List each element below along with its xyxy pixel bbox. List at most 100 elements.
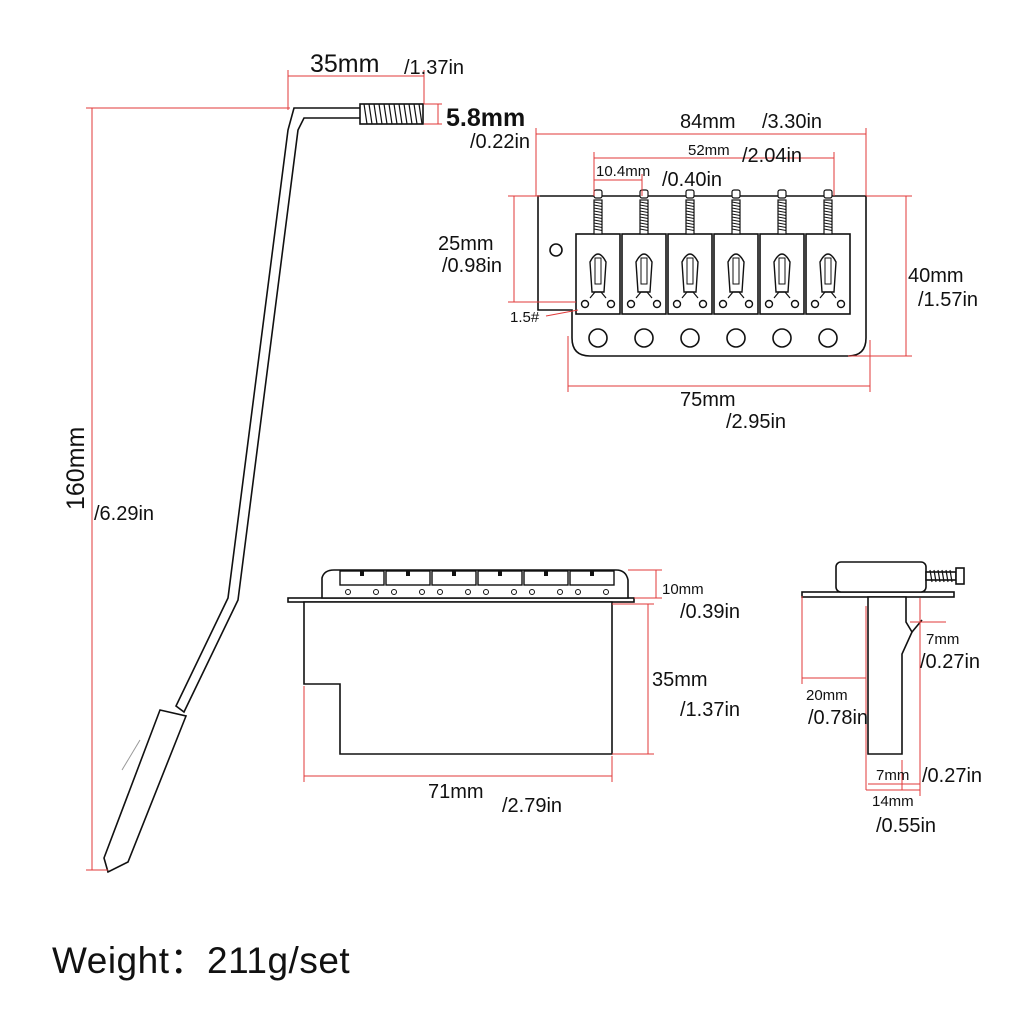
screw-thread (777, 201, 787, 204)
thread-lines (363, 103, 423, 125)
saddle (713, 233, 759, 315)
screw-thread (685, 225, 695, 228)
side-saddles (339, 570, 615, 595)
side-saddle-notch (360, 571, 364, 576)
screw-thread (639, 207, 649, 210)
thick-14-mm-label: 14mm (872, 793, 914, 810)
screw-thread (731, 219, 741, 222)
side-screw (391, 589, 397, 595)
height-screw (836, 299, 846, 309)
screw-thread (777, 216, 787, 219)
length-20-mm-label: 20mm (806, 687, 848, 704)
thread-ridge (413, 103, 418, 125)
spacing-10-in-label: /0.40in (662, 169, 722, 191)
saddle-spring (819, 291, 837, 299)
arm-length-in-label: /6.29in (94, 503, 154, 525)
string-holes (588, 328, 838, 348)
side-sustain-block (303, 601, 613, 755)
side-view-dimensions (303, 569, 662, 782)
side-saddle-notch (590, 571, 594, 576)
side-screw (529, 589, 535, 595)
screw-thread (777, 204, 787, 207)
saddles-top (575, 233, 851, 315)
saddle-spring (589, 291, 607, 299)
saddle-slot (732, 257, 740, 285)
width-75-mm-label: 75mm (680, 389, 736, 411)
bend-width-mm-label: 35mm (310, 50, 379, 78)
saddle (667, 233, 713, 315)
depth-40-mm-label: 40mm (908, 265, 964, 287)
saddle (805, 233, 851, 315)
screw-thread (777, 210, 787, 213)
saddle-height-in-label: /0.39in (680, 601, 740, 623)
thick-7-mm-label: 7mm (876, 767, 909, 784)
thread-ridge (383, 103, 388, 125)
bend-width-in-label: /1.37in (404, 57, 464, 79)
screw-thread (823, 201, 833, 204)
thread-ridge (393, 103, 398, 125)
height-screw (580, 299, 590, 309)
side-saddle-notch (498, 571, 502, 576)
side-screw (373, 589, 379, 595)
spring-coil (941, 569, 945, 583)
hex-key-leader (545, 309, 579, 317)
side-screw (575, 589, 581, 595)
spring-coil (945, 569, 949, 583)
side-screw (557, 589, 563, 595)
thick-7-in-label: /0.27in (922, 765, 982, 787)
screw-thread (593, 222, 603, 225)
spring-coil (933, 569, 937, 583)
thread-dia-mm-label: 5.8mm (446, 104, 525, 132)
string-hole (818, 328, 838, 348)
height-screw (790, 299, 800, 309)
screw-thread (639, 213, 649, 216)
block-height-in-label: /1.37in (680, 699, 740, 721)
intonation-screw (593, 189, 603, 235)
side-saddle-notch (544, 571, 548, 576)
screw-head (731, 189, 741, 199)
spacing-52-mm-label: 52mm (688, 142, 730, 159)
screw-thread (777, 213, 787, 216)
spring-coil (949, 569, 953, 583)
side-screw (419, 589, 425, 595)
spacing-52-in-label: /2.04in (742, 145, 802, 167)
intonation-screw (777, 189, 787, 235)
saddle-spring (727, 291, 745, 299)
side-screw (483, 589, 489, 595)
width-84-in-label: /3.30in (762, 111, 822, 133)
saddle (621, 233, 667, 315)
intonation-screw (639, 189, 649, 235)
screw-thread (731, 225, 741, 228)
screw-head (685, 189, 695, 199)
height-screw (764, 299, 774, 309)
block-height-mm-label: 35mm (652, 669, 708, 691)
height-screw (672, 299, 682, 309)
thread-ridge (388, 103, 393, 125)
screw-thread (639, 210, 649, 213)
height-screw (744, 299, 754, 309)
thread-ridge (373, 103, 378, 125)
screw-thread (731, 213, 741, 216)
screw-thread (685, 210, 695, 213)
screw-thread (823, 222, 833, 225)
screw-thread (639, 216, 649, 219)
thread-ridge (363, 103, 368, 125)
screw-thread (731, 210, 741, 213)
saddle-height-mm-label: 10mm (662, 581, 704, 598)
spacing-10-mm-label: 10.4mm (596, 163, 650, 180)
screw-thread (823, 210, 833, 213)
screw-thread (823, 207, 833, 210)
saddle-slot (824, 257, 832, 285)
screw-thread (639, 228, 649, 231)
thread-ridge (378, 103, 383, 125)
screw-thread (685, 219, 695, 222)
thick-14-in-label: /0.55in (876, 815, 936, 837)
screw-thread (731, 216, 741, 219)
intonation-screw (685, 189, 695, 235)
height-25-in-label: /0.98in (442, 255, 502, 277)
height-screw (810, 299, 820, 309)
saddle-slot (640, 257, 648, 285)
saddle-slot (594, 257, 602, 285)
side-saddle-notch (406, 571, 410, 576)
